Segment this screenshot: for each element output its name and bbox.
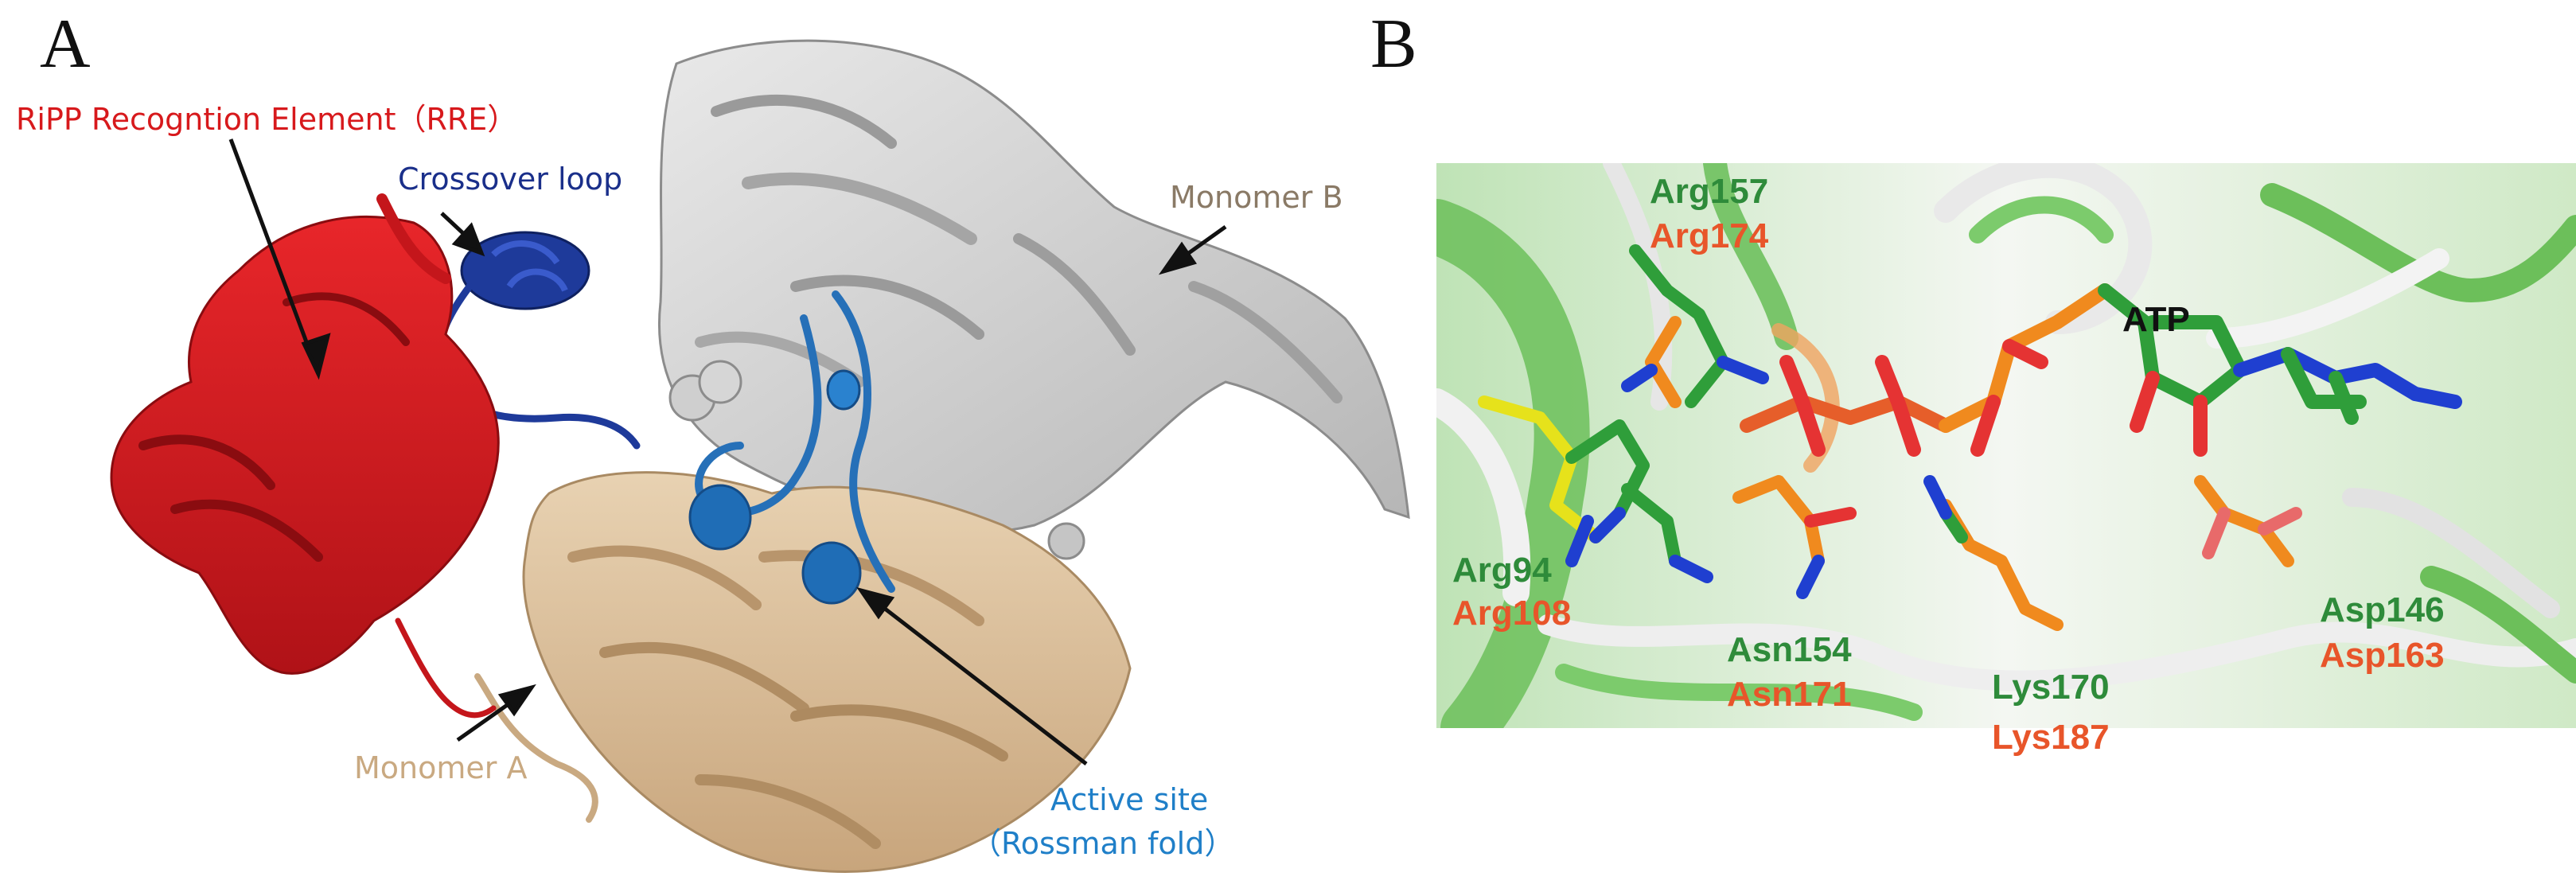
arrow-rre: [228, 138, 321, 375]
active-site-label: Active site: [1050, 782, 1209, 817]
rre-label: RiPP Recogntion Element（RRE）: [16, 102, 518, 137]
binding-site-view: Arg157 Arg174 ATP Arg94 Arg108 Asn154 As…: [1436, 163, 2576, 728]
residue-label-lys170: Lys170: [1992, 668, 2110, 707]
monomer-b-structure: [658, 39, 1410, 560]
atp-label: ATP: [2122, 300, 2190, 339]
residue-label-asp146: Asp146: [2320, 590, 2445, 629]
panel-a: A: [16, 6, 1410, 873]
residue-label-arg174: Arg174: [1650, 216, 1769, 255]
monomer-a-structure: [474, 471, 1132, 873]
panel-a-letter: A: [40, 6, 91, 83]
monomer-a-label: Monomer A: [354, 750, 528, 785]
crossover-loop-label: Crossover loop: [398, 162, 623, 197]
monomer-b-label: Monomer B: [1170, 180, 1343, 215]
residue-label-asn154: Asn154: [1727, 630, 1852, 669]
residue-label-lys187: Lys187: [1992, 718, 2110, 757]
atp-molecule: [1740, 283, 2462, 457]
arrow-active-site: [866, 594, 1088, 765]
residue-label-asn171: Asn171: [1727, 675, 1852, 714]
rre-structure: [110, 193, 500, 719]
annotation-arrows: [228, 138, 1227, 765]
binding-site-structure: [1436, 163, 2576, 728]
rossman-fold-label: （Rossman fold）: [971, 826, 1235, 861]
residue-label-arg94: Arg94: [1452, 551, 1552, 590]
active-site-structure: [688, 290, 895, 605]
residue-sticks: [1478, 244, 2302, 631]
panel-b-letter: B: [1370, 6, 1417, 83]
protein-structure-a: [110, 39, 1410, 873]
residue-label-arg157: Arg157: [1650, 172, 1769, 211]
residue-label-arg108: Arg108: [1452, 594, 1572, 633]
panel-b: B: [1353, 0, 2576, 892]
residue-label-asp163: Asp163: [2320, 636, 2445, 675]
